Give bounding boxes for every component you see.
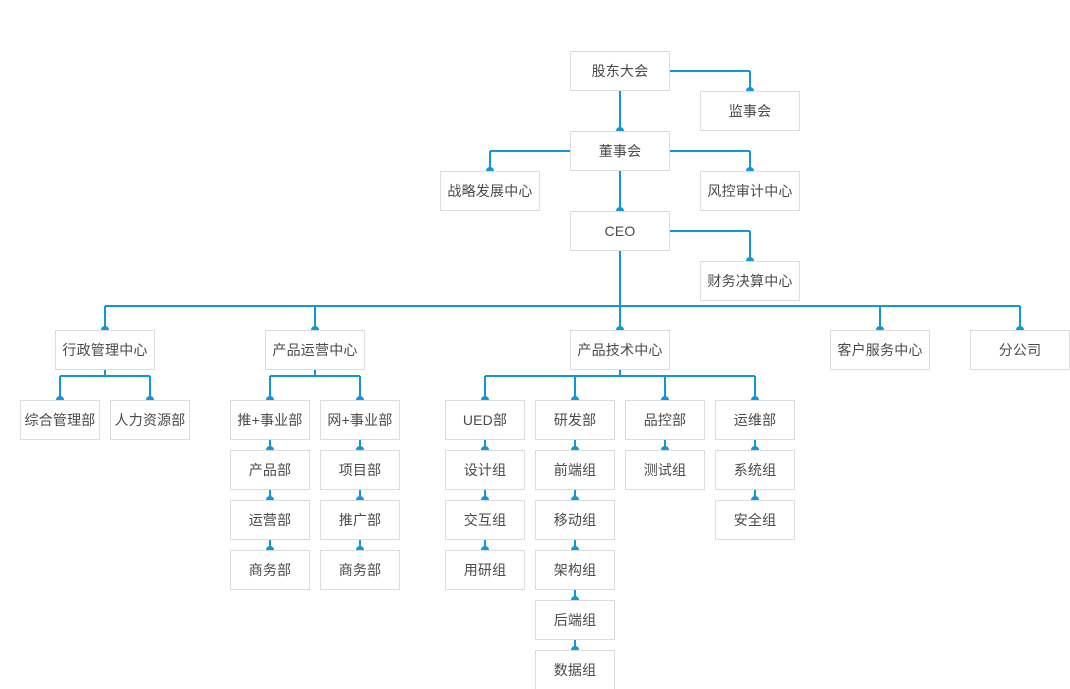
org-node-business-dept-1[interactable]: 商务部 [230, 550, 310, 590]
org-node-user-research[interactable]: 用研组 [445, 550, 525, 590]
org-node-label: 用研组 [463, 562, 507, 578]
org-node-label: 产品部 [248, 462, 292, 478]
org-node-label: 安全组 [733, 512, 777, 528]
org-node-product-dept[interactable]: 产品部 [230, 450, 310, 490]
org-node-label: 数据组 [553, 662, 597, 678]
org-node-label: 系统组 [733, 462, 777, 478]
org-node-label: 监事会 [728, 103, 772, 119]
org-node-label: 移动组 [553, 512, 597, 528]
org-node-label: 商务部 [338, 562, 382, 578]
org-node-label: 分公司 [998, 342, 1042, 358]
org-node-branch-company[interactable]: 分公司 [970, 330, 1070, 370]
org-node-label: CEO [604, 223, 636, 239]
org-node-system-group[interactable]: 系统组 [715, 450, 795, 490]
org-node-label: 综合管理部 [24, 412, 96, 428]
org-node-strategy-center[interactable]: 战略发展中心 [440, 171, 540, 211]
org-node-label: 设计组 [463, 462, 507, 478]
org-node-label: 推+事业部 [237, 412, 303, 428]
org-node-product-ops[interactable]: 产品运营中心 [265, 330, 365, 370]
org-node-label: 股东大会 [591, 63, 649, 79]
org-node-ceo[interactable]: CEO [570, 211, 670, 251]
org-node-supervisory[interactable]: 监事会 [700, 91, 800, 131]
org-node-customer-service[interactable]: 客户服务中心 [830, 330, 930, 370]
org-node-label: 董事会 [598, 143, 642, 159]
org-node-testing-group[interactable]: 测试组 [625, 450, 705, 490]
org-node-ops-dept[interactable]: 运维部 [715, 400, 795, 440]
org-node-interaction-group[interactable]: 交互组 [445, 500, 525, 540]
org-node-data-group[interactable]: 数据组 [535, 650, 615, 689]
org-node-label: 前端组 [553, 462, 597, 478]
org-node-label: 行政管理中心 [62, 342, 148, 358]
org-node-label: 客户服务中心 [837, 342, 923, 358]
org-node-human-resources[interactable]: 人力资源部 [110, 400, 190, 440]
org-node-wang-division[interactable]: 网+事业部 [320, 400, 400, 440]
org-node-label: 人力资源部 [114, 412, 186, 428]
org-node-shareholders[interactable]: 股东大会 [570, 51, 670, 91]
org-node-qc-dept[interactable]: 品控部 [625, 400, 705, 440]
org-node-label: UED部 [462, 412, 508, 428]
org-node-risk-audit-center[interactable]: 风控审计中心 [700, 171, 800, 211]
org-node-label: 架构组 [553, 562, 597, 578]
org-node-promotion-dept[interactable]: 推广部 [320, 500, 400, 540]
org-node-architecture-group[interactable]: 架构组 [535, 550, 615, 590]
org-node-label: 项目部 [338, 462, 382, 478]
org-node-label: 品控部 [643, 412, 687, 428]
org-node-admin-center[interactable]: 行政管理中心 [55, 330, 155, 370]
org-node-operations-dept[interactable]: 运营部 [230, 500, 310, 540]
org-node-label: 产品运营中心 [272, 342, 358, 358]
org-node-label: 战略发展中心 [447, 183, 533, 199]
org-node-label: 财务决算中心 [707, 273, 793, 289]
org-node-label: 商务部 [248, 562, 292, 578]
org-node-project-dept[interactable]: 项目部 [320, 450, 400, 490]
org-node-security-group[interactable]: 安全组 [715, 500, 795, 540]
org-node-design-group[interactable]: 设计组 [445, 450, 525, 490]
org-node-label: 网+事业部 [327, 412, 393, 428]
org-node-general-admin[interactable]: 综合管理部 [20, 400, 100, 440]
org-node-label: 后端组 [553, 612, 597, 628]
org-node-product-tech[interactable]: 产品技术中心 [570, 330, 670, 370]
org-node-label: 风控审计中心 [707, 183, 793, 199]
org-node-finance-center[interactable]: 财务决算中心 [700, 261, 800, 301]
org-node-label: 研发部 [553, 412, 597, 428]
org-node-label: 运营部 [248, 512, 292, 528]
org-node-mobile-group[interactable]: 移动组 [535, 500, 615, 540]
org-node-backend-group[interactable]: 后端组 [535, 600, 615, 640]
org-node-label: 测试组 [643, 462, 687, 478]
org-node-label: 产品技术中心 [577, 342, 663, 358]
org-node-business-dept-2[interactable]: 商务部 [320, 550, 400, 590]
org-node-board[interactable]: 董事会 [570, 131, 670, 171]
org-node-frontend-group[interactable]: 前端组 [535, 450, 615, 490]
org-node-label: 推广部 [338, 512, 382, 528]
org-node-label: 交互组 [463, 512, 507, 528]
org-node-rnd-dept[interactable]: 研发部 [535, 400, 615, 440]
org-node-label: 运维部 [733, 412, 777, 428]
org-node-tui-division[interactable]: 推+事业部 [230, 400, 310, 440]
org-node-ued-dept[interactable]: UED部 [445, 400, 525, 440]
